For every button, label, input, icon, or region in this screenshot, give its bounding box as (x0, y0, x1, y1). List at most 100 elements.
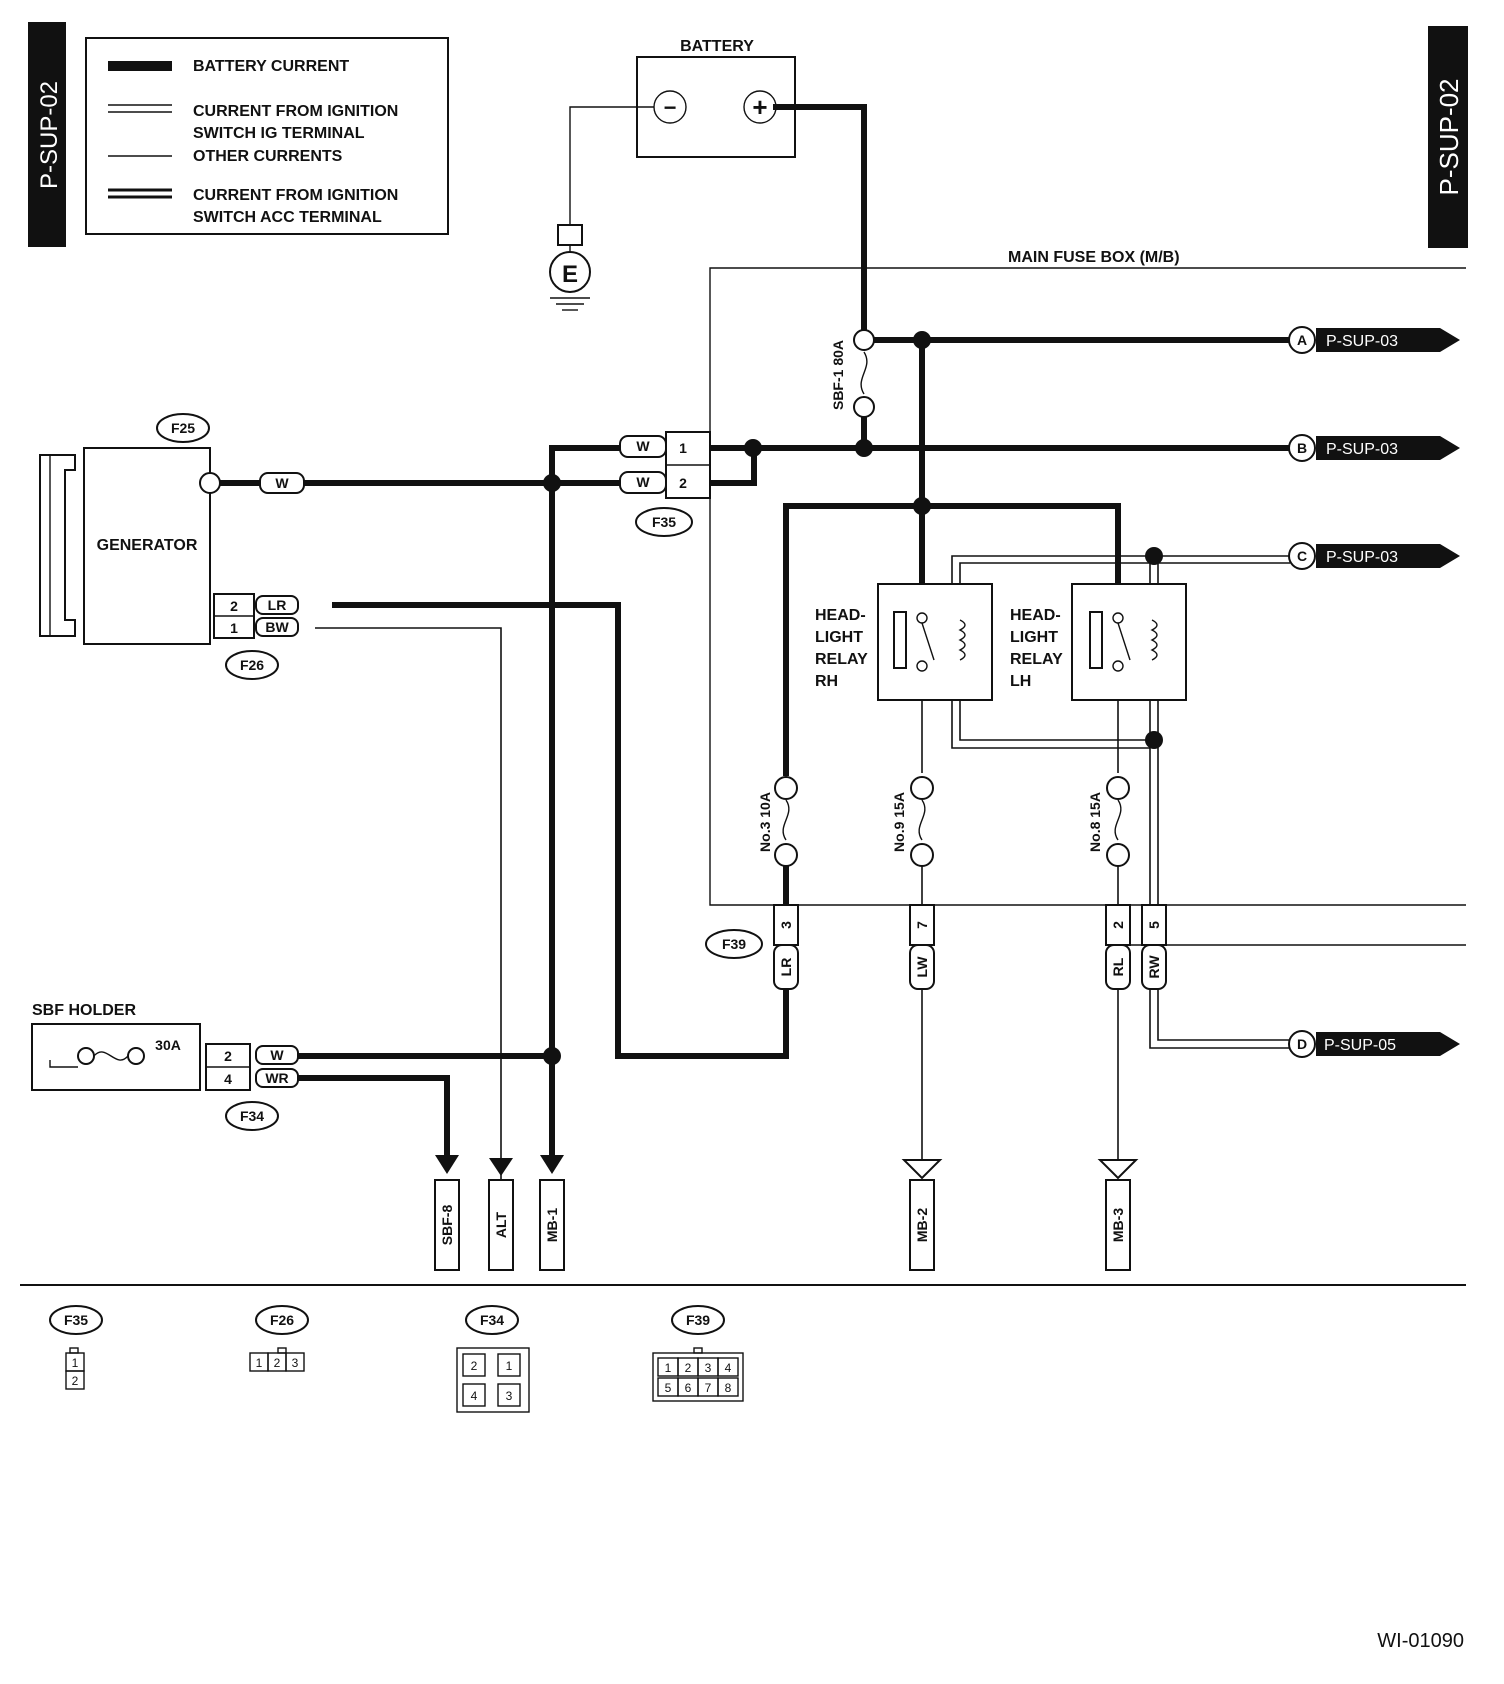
battery-positive-icon: + (752, 92, 767, 122)
svg-text:MB-3: MB-3 (1110, 1208, 1126, 1242)
destination-sbf-8: SBF-8 (434, 1155, 460, 1271)
svg-text:MB-1: MB-1 (544, 1208, 560, 1242)
ground: E (549, 106, 654, 311)
legend: BATTERY CURRENT CURRENT FROM IGNITION SW… (85, 37, 449, 235)
svg-text:W: W (636, 474, 650, 490)
battery-negative-icon: − (664, 95, 677, 120)
svg-text:5: 5 (1146, 921, 1162, 929)
svg-text:BW: BW (265, 619, 289, 635)
offpage-a: A P-SUP-03 (1288, 326, 1460, 354)
legend-acc-2: SWITCH ACC TERMINAL (193, 209, 382, 226)
relay-rh-line4: RH (815, 673, 838, 690)
connector-view-f39: F39 1 2 3 4 5 6 7 8 (652, 1305, 744, 1402)
svg-text:1: 1 (665, 1361, 672, 1375)
svg-text:2: 2 (274, 1356, 281, 1370)
svg-text:W: W (636, 438, 650, 454)
page-tag-left: P-SUP-02 (28, 22, 66, 247)
fuse-no8: No.8 15A (1087, 776, 1130, 867)
headlight-relay-rh: HEAD- LIGHT RELAY RH (815, 583, 993, 701)
svg-text:2: 2 (679, 475, 687, 491)
svg-text:D: D (1297, 1036, 1307, 1052)
connector-f39: F39 3 7 2 5 LR LW RL RW (705, 904, 1466, 990)
svg-text:1: 1 (72, 1356, 79, 1370)
svg-text:7: 7 (705, 1381, 712, 1395)
svg-text:B: B (1297, 440, 1307, 456)
svg-text:LR: LR (268, 597, 287, 613)
svg-text:2: 2 (72, 1374, 79, 1388)
svg-text:ALT: ALT (493, 1211, 509, 1238)
svg-text:F35: F35 (64, 1312, 88, 1328)
svg-text:W: W (275, 475, 289, 491)
relay-rh-line1: HEAD- (815, 607, 866, 624)
svg-text:A: A (1297, 332, 1307, 348)
ground-label: E (562, 261, 578, 288)
svg-text:F34: F34 (480, 1312, 504, 1328)
relay-lh-line1: HEAD- (1010, 607, 1061, 624)
svg-text:WR: WR (265, 1070, 288, 1086)
fuse-sbf1-label: SBF-1 80A (830, 340, 846, 410)
svg-text:2: 2 (471, 1359, 478, 1373)
relay-lh-line4: LH (1010, 673, 1031, 690)
destination-mb-2: MB-2 (901, 1159, 943, 1271)
destination-mb-3: MB-3 (1097, 1159, 1139, 1271)
fuse-sbf1: SBF-1 80A (830, 329, 875, 418)
svg-text:4: 4 (725, 1361, 732, 1375)
destination-mb-1: MB-1 (539, 1155, 565, 1271)
wire-tag-gen-w: W (259, 472, 305, 494)
sbf-holder: SBF HOLDER 30A (31, 1002, 201, 1091)
generator-title: GENERATOR (97, 537, 198, 554)
offpage-c: C P-SUP-03 (1288, 542, 1460, 570)
fuse-no3: No.3 10A (757, 776, 798, 867)
offpage-d: D P-SUP-05 (1288, 1030, 1460, 1058)
svg-text:W: W (270, 1047, 284, 1063)
svg-text:4: 4 (224, 1071, 232, 1087)
fuse-no3-label: No.3 10A (757, 792, 773, 852)
svg-text:2: 2 (685, 1361, 692, 1375)
svg-text:F34: F34 (240, 1108, 264, 1124)
svg-text:P-SUP-03: P-SUP-03 (1326, 333, 1398, 350)
svg-text:4: 4 (471, 1389, 478, 1403)
main-fuse-box: MAIN FUSE BOX (M/B) (709, 249, 1466, 906)
svg-text:3: 3 (506, 1389, 513, 1403)
svg-text:6: 6 (685, 1381, 692, 1395)
svg-text:F25: F25 (171, 420, 195, 436)
svg-text:1: 1 (256, 1356, 263, 1370)
relay-rh-line3: RELAY (815, 651, 868, 668)
legend-acc-1: CURRENT FROM IGNITION (193, 187, 398, 204)
svg-text:RW: RW (1146, 955, 1162, 979)
svg-text:7: 7 (914, 921, 930, 929)
svg-text:2: 2 (1110, 921, 1126, 929)
svg-text:P-SUP-02: P-SUP-02 (1434, 78, 1464, 195)
battery: BATTERY − + (636, 38, 796, 158)
page-tag-right: P-SUP-02 (1428, 26, 1468, 248)
svg-text:1: 1 (506, 1359, 513, 1373)
legend-ig-1: CURRENT FROM IGNITION (193, 103, 398, 120)
svg-text:3: 3 (778, 921, 794, 929)
battery-title: BATTERY (680, 38, 754, 55)
svg-text:5: 5 (665, 1381, 672, 1395)
svg-text:1: 1 (230, 620, 238, 636)
svg-text:LR: LR (778, 958, 794, 977)
destination-alt: ALT (488, 1158, 514, 1271)
relay-rh-line2: LIGHT (815, 629, 863, 646)
offpage-b: B P-SUP-03 (1288, 434, 1460, 462)
svg-text:LW: LW (914, 956, 930, 978)
svg-text:2: 2 (230, 598, 238, 614)
svg-text:F35: F35 (652, 514, 676, 530)
connector-view-f35: F35 1 2 (49, 1305, 103, 1390)
fuse-no9: No.9 15A (891, 776, 934, 867)
legend-battery-current: BATTERY CURRENT (193, 58, 349, 75)
sbf-holder-title: SBF HOLDER (32, 1002, 136, 1019)
main-fuse-box-title: MAIN FUSE BOX (M/B) (1008, 249, 1180, 266)
svg-text:C: C (1297, 548, 1307, 564)
svg-text:P-SUP-03: P-SUP-03 (1326, 441, 1398, 458)
svg-text:F26: F26 (270, 1312, 294, 1328)
connector-f35: W W 1 2 F35 (619, 431, 711, 537)
connector-f25: F25 (156, 413, 210, 443)
legend-other: OTHER CURRENTS (193, 148, 343, 165)
svg-text:P-SUP-05: P-SUP-05 (1324, 1037, 1396, 1054)
svg-text:P-SUP-02: P-SUP-02 (36, 81, 63, 189)
svg-text:MB-2: MB-2 (914, 1208, 930, 1242)
svg-text:3: 3 (705, 1361, 712, 1375)
